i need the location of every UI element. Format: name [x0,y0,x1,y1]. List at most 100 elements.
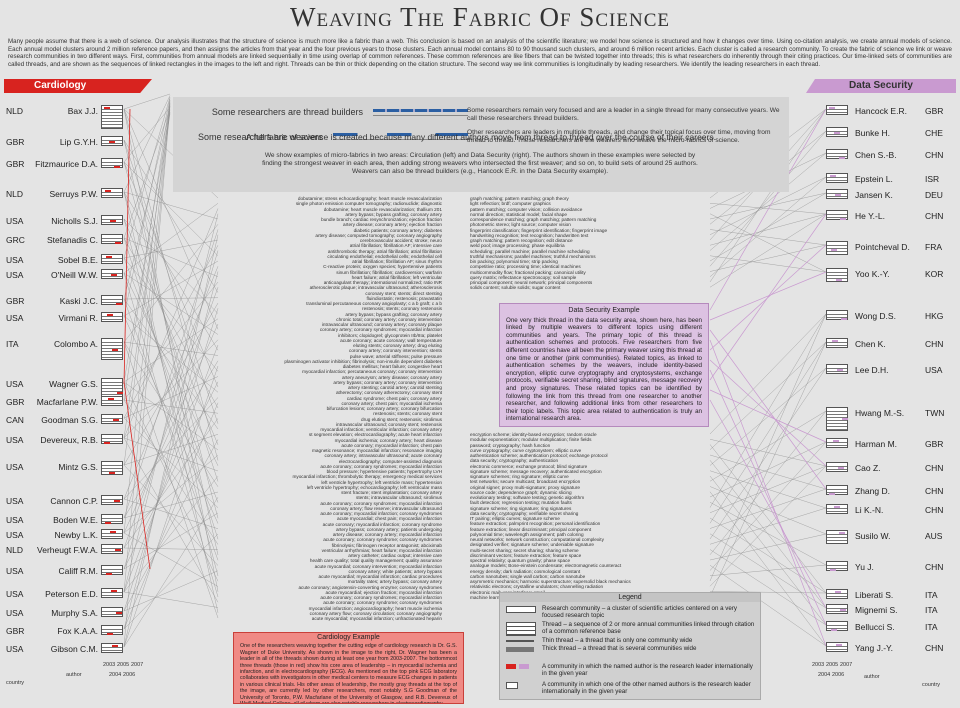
cardio-link-line [123,402,219,630]
cardio-link-line [123,455,219,534]
thread-line [102,143,122,144]
thread-block [826,149,848,159]
ds-link-line [709,213,827,288]
thread-block [826,530,848,544]
topic-label: st segment elevation; electrocardiograph… [308,432,442,438]
thread-line [102,165,122,166]
leader-mark [117,392,123,394]
data-security-author: Mignemi S.ITA [855,605,949,615]
thread-block [826,189,848,199]
topic-label: artery disease; computed tomography; cor… [315,232,442,238]
thread-line [102,302,122,303]
thread-block [101,188,123,198]
author-country: ITA [6,339,19,349]
author-name: Devereux, R.B. [40,435,98,445]
thread-line [102,569,122,570]
thread-line [102,261,122,262]
thread-line [102,468,122,469]
thread-block [101,234,123,244]
topic-label: coronary artery; coronary syndromes; myo… [319,327,442,333]
other-leader-swatch [506,682,518,689]
author-country: USA [6,462,24,472]
ds-link-line [709,313,827,435]
cardio-link-line [123,532,219,587]
topic-label: spectral relativity; quantum gravity; ph… [470,558,571,563]
ds-link-line [709,410,827,555]
author-name: Susilo W. [855,531,891,541]
thread-block [826,621,848,631]
author-name: Yu J. [855,562,874,572]
cardio-link-line [123,381,219,451]
thread-line [102,195,122,196]
thread-block [101,565,123,575]
author-name: Lip G.Y.H. [59,137,98,147]
topic-label: handwriting recognition; text recognitio… [470,232,589,238]
topic-label: heart failure; atrial fibrillation; left… [351,274,442,280]
thread-line [827,248,847,249]
thread-line [102,629,122,630]
author-name: Fox K.A.A. [57,626,98,636]
author-name: Kaski J.C. [59,296,98,306]
topic-label: fibrinolysis; fibrinogen receptor antago… [331,542,442,548]
ds-weaver-line [709,359,827,467]
thread-line [827,568,847,569]
topic-label: artery catheter; cardiac output; intensi… [348,553,442,558]
cardio-link-line [123,547,219,550]
cardio-link-line [123,512,219,570]
topic-label: designated verifier; signature scheme; u… [470,542,595,548]
cardio-link-line [123,95,171,193]
author-country: CHN [925,211,944,221]
thread-block [101,434,123,444]
data-security-author: Jansen K.DEU [855,190,949,200]
cardio-link-line [123,111,171,383]
author-country: USA [6,589,24,599]
author-country: GBR [6,137,25,147]
ds-link-line [709,564,827,576]
topic-label: fingerprint classification; fingerprint … [470,227,608,233]
author-name: Verheugt F.W.A. [37,545,98,555]
cardiology-example: Cardiology Example One of the researcher… [233,632,464,704]
thread-line [102,438,122,439]
author-name: Pointcheval D. [855,242,910,252]
topic-label: coronary artery; flow reserve; intravasc… [330,505,442,511]
cardio-link-line [123,399,219,545]
ds-link-line [709,465,827,587]
thread-line [102,345,122,346]
leader-mark [840,609,846,611]
cardio-link-line [123,191,219,351]
thread-block [101,514,123,524]
cardio-country-label: country [6,680,25,686]
topic-label: test networks; secure multicast; broadca… [470,479,581,485]
topic-label: atherosclerotic plaque; intravascular ul… [309,285,442,291]
thread-line [102,418,122,419]
thread-block [101,414,123,424]
cardio-link-line [123,110,171,300]
cardio-link-line [123,533,219,630]
topic-label: restenosis; stents; coronary restenosis [362,306,442,312]
topic-label: bifurcation lesions; coronary artery; co… [326,406,442,411]
cardio-link-line [123,591,219,608]
cardio-link-line [123,102,171,534]
cardio-link-line [123,108,219,330]
topic-label: encryption scheme; identity-based encryp… [470,432,597,437]
legend: Legend Research community – a cluster of… [499,592,761,700]
thread-line [102,316,122,317]
leader-mark [110,531,116,533]
topic-label: data security; cryptography; verifiable … [470,510,579,516]
leader-mark [111,590,117,592]
thread-line [102,238,122,239]
topic-label: scheduling; parallel machine; parallel m… [470,248,590,254]
topic-label: signature scheme; ring signature; ring s… [470,505,572,511]
author-name: Nicholls S.J. [51,216,98,226]
ds-weaver-line [709,369,827,626]
cardio-link-line [123,381,219,582]
thread-line [827,251,847,252]
topic-label: fault detection; regression testing; mut… [470,500,572,506]
author-country: CHN [925,150,944,160]
thread-line [827,371,847,372]
topic-label: atrial fibrillation; fibrillation AF; si… [352,259,442,264]
data-security-author: Bunke H.CHE [855,128,949,138]
